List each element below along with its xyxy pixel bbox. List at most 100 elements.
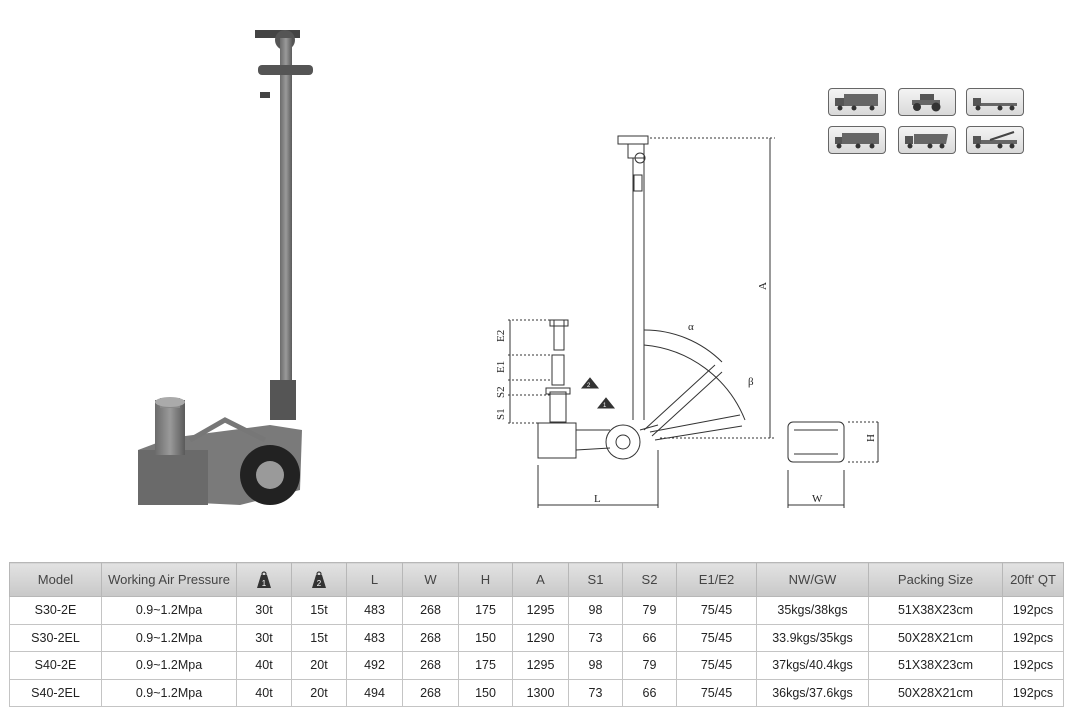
e2-label: E2 bbox=[495, 330, 507, 342]
cell-e: 75/45 bbox=[676, 623, 757, 652]
table-row: S40-2EL 0.9~1.2Mpa 40t 20t 494 268 150 1… bbox=[9, 678, 1064, 707]
cell-capacity1: 40t bbox=[236, 678, 292, 707]
spec-table: Model Working Air Pressure 1 2 L W H A S… bbox=[9, 562, 1064, 707]
cell-model: S30-2EL bbox=[9, 623, 102, 652]
cell-weight: 36kgs/37.6kgs bbox=[756, 678, 869, 707]
header-s2: S2 bbox=[622, 562, 677, 597]
cell-packing: 50X28X21cm bbox=[868, 678, 1003, 707]
header-capacity2: 2 bbox=[291, 562, 347, 597]
capacity1-label: 1 bbox=[262, 579, 267, 588]
s2-label: S2 bbox=[495, 386, 507, 398]
cell-l: 492 bbox=[346, 651, 403, 680]
cell-weight: 35kgs/38kgs bbox=[756, 596, 869, 625]
vehicle-icon-grid bbox=[826, 86, 1030, 158]
truck-icon bbox=[828, 88, 886, 116]
cell-w: 268 bbox=[402, 623, 459, 652]
cell-capacity1: 30t bbox=[236, 596, 292, 625]
cell-s1: 98 bbox=[568, 596, 623, 625]
weight-2-icon: 2 bbox=[312, 570, 326, 588]
s1-label: S1 bbox=[495, 408, 507, 420]
header-a: A bbox=[512, 562, 569, 597]
cell-pressure: 0.9~1.2Mpa bbox=[101, 596, 237, 625]
dump-truck-icon bbox=[898, 126, 956, 154]
cell-s1: 98 bbox=[568, 651, 623, 680]
cell-w: 268 bbox=[402, 651, 459, 680]
table-row: S30-2EL 0.9~1.2Mpa 30t 15t 483 268 150 1… bbox=[9, 623, 1064, 652]
jack-photo bbox=[138, 30, 313, 505]
header-e: E1/E2 bbox=[676, 562, 757, 597]
alpha-label: α bbox=[688, 321, 694, 333]
cell-weight: 37kgs/40.4kgs bbox=[756, 651, 869, 680]
cell-packing: 51X38X23cm bbox=[868, 596, 1003, 625]
header-h: H bbox=[458, 562, 513, 597]
stage2-badge: 2 bbox=[587, 383, 591, 389]
header-l: L bbox=[346, 562, 403, 597]
a-label: A bbox=[757, 282, 769, 290]
h-label: H bbox=[865, 434, 877, 442]
cell-s2: 79 bbox=[622, 596, 677, 625]
header-weight: NW/GW bbox=[756, 562, 869, 597]
capacity2-label: 2 bbox=[317, 579, 322, 588]
cell-qty: 192pcs bbox=[1002, 596, 1064, 625]
cell-pressure: 0.9~1.2Mpa bbox=[101, 623, 237, 652]
header-model: Model bbox=[9, 562, 102, 597]
cell-l: 494 bbox=[346, 678, 403, 707]
cell-h: 150 bbox=[458, 623, 513, 652]
cell-capacity1: 30t bbox=[236, 623, 292, 652]
cell-a: 1295 bbox=[512, 651, 569, 680]
cell-capacity2: 15t bbox=[291, 623, 347, 652]
dimension-drawing: E2 E1 S2 S1 A L W H α β 2 1 bbox=[495, 135, 880, 508]
cell-e: 75/45 bbox=[676, 596, 757, 625]
cell-capacity1: 40t bbox=[236, 651, 292, 680]
cell-a: 1300 bbox=[512, 678, 569, 707]
weight-1-icon: 1 bbox=[257, 570, 271, 588]
cell-s1: 73 bbox=[568, 623, 623, 652]
header-w: W bbox=[402, 562, 459, 597]
beta-label: β bbox=[748, 376, 754, 388]
header-packing: Packing Size bbox=[868, 562, 1003, 597]
cell-model: S40-2E bbox=[9, 651, 102, 680]
crane-truck-icon bbox=[966, 126, 1024, 154]
w-label: W bbox=[812, 493, 823, 505]
l-label: L bbox=[594, 493, 601, 505]
cell-a: 1295 bbox=[512, 596, 569, 625]
cell-packing: 50X28X21cm bbox=[868, 623, 1003, 652]
cell-a: 1290 bbox=[512, 623, 569, 652]
box-truck-icon bbox=[828, 126, 886, 154]
header-s1: S1 bbox=[568, 562, 623, 597]
cell-pressure: 0.9~1.2Mpa bbox=[101, 651, 237, 680]
table-row: S30-2E 0.9~1.2Mpa 30t 15t 483 268 175 12… bbox=[9, 596, 1064, 625]
cell-h: 150 bbox=[458, 678, 513, 707]
cell-capacity2: 15t bbox=[291, 596, 347, 625]
cell-s2: 66 bbox=[622, 623, 677, 652]
tractor-icon bbox=[898, 88, 956, 116]
cell-pressure: 0.9~1.2Mpa bbox=[101, 678, 237, 707]
cell-h: 175 bbox=[458, 651, 513, 680]
header-capacity1: 1 bbox=[236, 562, 292, 597]
table-row: S40-2E 0.9~1.2Mpa 40t 20t 492 268 175 12… bbox=[9, 651, 1064, 680]
cell-capacity2: 20t bbox=[291, 678, 347, 707]
cell-l: 483 bbox=[346, 623, 403, 652]
table-header-row: Model Working Air Pressure 1 2 L W H A S… bbox=[9, 562, 1064, 597]
cell-s1: 73 bbox=[568, 678, 623, 707]
cell-w: 268 bbox=[402, 678, 459, 707]
cell-e: 75/45 bbox=[676, 678, 757, 707]
cell-model: S30-2E bbox=[9, 596, 102, 625]
cell-qty: 192pcs bbox=[1002, 678, 1064, 707]
cell-qty: 192pcs bbox=[1002, 651, 1064, 680]
e1-label: E1 bbox=[495, 361, 507, 373]
cell-h: 175 bbox=[458, 596, 513, 625]
cell-s2: 79 bbox=[622, 651, 677, 680]
header-qty: 20ft' QT bbox=[1002, 562, 1064, 597]
cell-qty: 192pcs bbox=[1002, 623, 1064, 652]
cell-model: S40-2EL bbox=[9, 678, 102, 707]
cell-capacity2: 20t bbox=[291, 651, 347, 680]
cell-w: 268 bbox=[402, 596, 459, 625]
header-pressure: Working Air Pressure bbox=[101, 562, 237, 597]
cell-l: 483 bbox=[346, 596, 403, 625]
stage1-badge: 1 bbox=[603, 403, 607, 409]
cell-s2: 66 bbox=[622, 678, 677, 707]
cell-packing: 51X38X23cm bbox=[868, 651, 1003, 680]
flatbed-trailer-icon bbox=[966, 88, 1024, 116]
cell-weight: 33.9kgs/35kgs bbox=[756, 623, 869, 652]
